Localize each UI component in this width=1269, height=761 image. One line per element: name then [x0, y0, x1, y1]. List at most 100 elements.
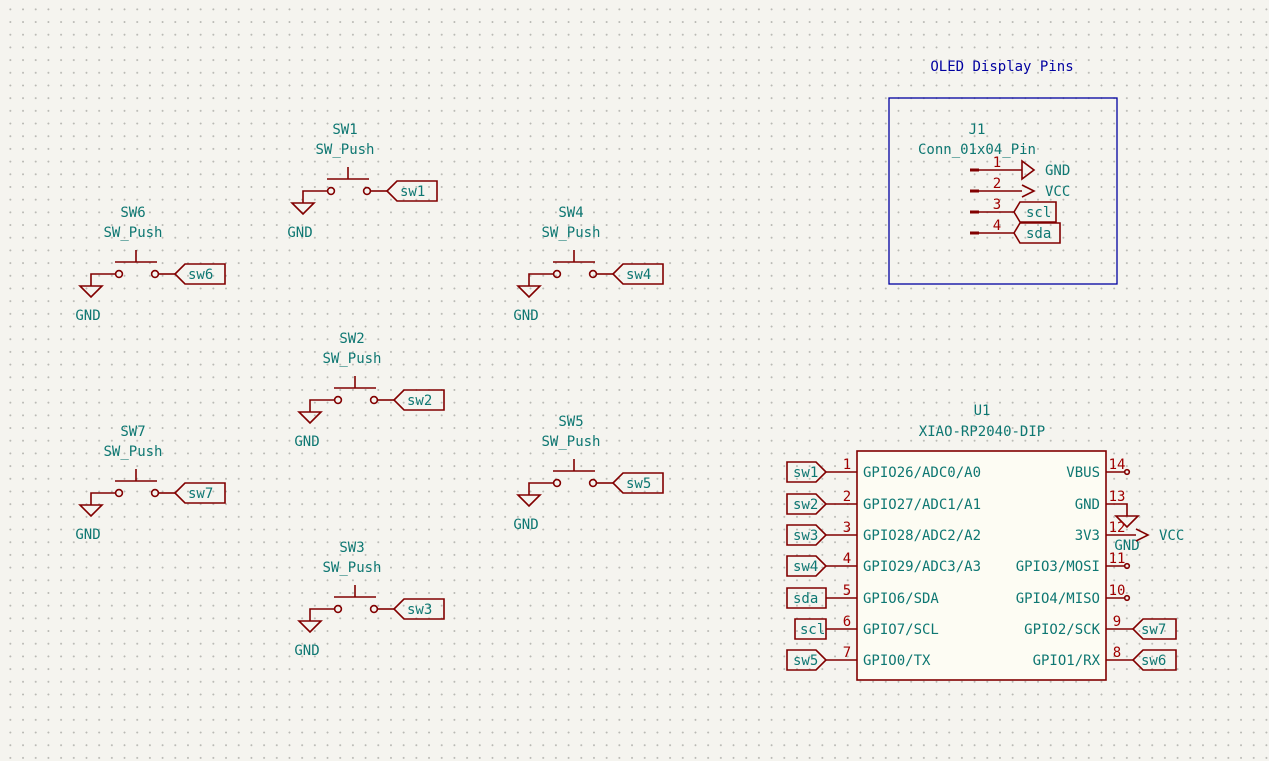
vcc-arrow-icon: [1135, 528, 1150, 542]
j1-sda-text: sda: [1026, 226, 1051, 242]
net-label-shape: [786, 555, 828, 577]
switch-gnd-label: GND: [75, 527, 100, 543]
u1-pin-name: GPIO4/MISO: [1016, 591, 1100, 607]
u1-pin-10: GPIO4/MISO 10: [1016, 583, 1131, 607]
j1-pin3-body: [970, 210, 979, 214]
j1-value: Conn_01x04_Pin: [918, 142, 1036, 158]
switch-gnd-wire: [528, 482, 553, 495]
switch-gnd-label: GND: [513, 308, 538, 324]
u1-pin-name: GPIO6/SDA: [863, 591, 939, 607]
switch-gnd-label: GND: [287, 225, 312, 241]
net-label-shape: [786, 649, 828, 671]
gnd-symbol-icon: [78, 285, 104, 299]
j1-gnd-flag[interactable]: GND: [1021, 159, 1070, 181]
gnd-symbol-icon: [516, 285, 542, 299]
switch-contact: [114, 488, 124, 498]
j1-pin4-body: [970, 231, 979, 235]
switch-gnd-label: GND: [294, 434, 319, 450]
j1-sda-label[interactable]: sda: [1013, 222, 1061, 244]
j1-pin1-num: 1: [993, 155, 1001, 171]
switch-ref: SW6: [120, 205, 145, 221]
switch-ref: SW2: [339, 331, 364, 347]
u1-pin-number: 2: [843, 489, 851, 505]
u1-pin-name: GPIO7/SCL: [863, 622, 939, 638]
switch-contact: [588, 478, 598, 488]
u1-pin-name: GPIO28/ADC2/A2: [863, 528, 981, 544]
switch-ref: SW3: [339, 540, 364, 556]
u1-pin-name: GPIO1/RX: [1033, 653, 1101, 669]
switch-value: SW_Push: [541, 434, 600, 450]
u1-pin-number: 4: [843, 551, 851, 567]
u1-pin-8: GPIO1/RX 8 sw6: [1033, 645, 1177, 671]
switch-gnd-wire: [90, 492, 115, 505]
net-label-shape: [1013, 222, 1061, 244]
annotation-title: OLED Display Pins: [930, 59, 1073, 75]
u1-pin-net: scl: [800, 622, 825, 638]
u1-pin-name: GPIO0/TX: [863, 653, 931, 669]
switch-value: SW_Push: [322, 351, 381, 367]
u1-pin-net: sw6: [1141, 653, 1166, 669]
switch-net-label: sw5: [626, 476, 651, 492]
gnd-symbol-icon: [297, 620, 323, 634]
u1-pin-name: GPIO29/ADC3/A3: [863, 559, 981, 575]
gnd-symbol-icon: [516, 494, 542, 508]
u1-pin-number: 12: [1109, 520, 1126, 536]
connector-j1[interactable]: J1 Conn_01x04_Pin 1 2 3 4 GND VCC: [918, 122, 1070, 244]
switch-gnd-wire: [309, 399, 334, 412]
switch-contact: [333, 604, 343, 614]
gnd-arrow-icon: [1021, 159, 1036, 181]
switch-net-label: sw6: [188, 267, 213, 283]
j1-pin2-body: [970, 189, 979, 193]
net-label-shape: [786, 461, 828, 483]
switch-contact: [588, 269, 598, 279]
net-label-shape: [786, 587, 827, 609]
j1-pins: 1 2 3 4: [970, 155, 1022, 235]
j1-pin1-body: [970, 168, 979, 172]
u1-pin-number: 10: [1109, 583, 1126, 599]
u1-pin-number: 5: [843, 583, 851, 599]
u1-value: XIAO-RP2040-DIP: [919, 424, 1045, 440]
unconnected-pin-icon: [1123, 562, 1131, 570]
switch-value: SW_Push: [541, 225, 600, 241]
u1-pin-number: 13: [1109, 489, 1126, 505]
net-label-shape: [1013, 201, 1057, 223]
j1-scl-label[interactable]: scl: [1013, 201, 1057, 223]
gnd-symbol-icon: [1114, 515, 1140, 529]
u1-pin-number: 11: [1109, 551, 1126, 567]
j1-gnd-label: GND: [1045, 163, 1070, 179]
net-label-shape: [611, 472, 664, 494]
j1-vcc-flag[interactable]: VCC: [1021, 184, 1070, 200]
switch-contact: [552, 269, 562, 279]
switch-gnd-wire: [309, 608, 334, 621]
switch-net-label: sw7: [188, 486, 213, 502]
net-label-shape: [786, 493, 828, 515]
u1-ref: U1: [974, 403, 991, 419]
vcc-arrow-icon: [1021, 184, 1036, 198]
switch-ref: SW1: [332, 122, 357, 138]
u1-pin-net: sw1: [793, 465, 818, 481]
u1-pin-net: sda: [793, 591, 818, 607]
switch-gnd-wire: [302, 190, 327, 203]
switch-contact: [150, 488, 160, 498]
u1-pin-name: GND: [1075, 497, 1100, 513]
switch-contact: [333, 395, 343, 405]
u1-pin-number: 8: [1113, 645, 1121, 661]
switch-ref: SW7: [120, 424, 145, 440]
net-label-shape: [385, 180, 438, 202]
switch-net-label: sw1: [400, 184, 425, 200]
